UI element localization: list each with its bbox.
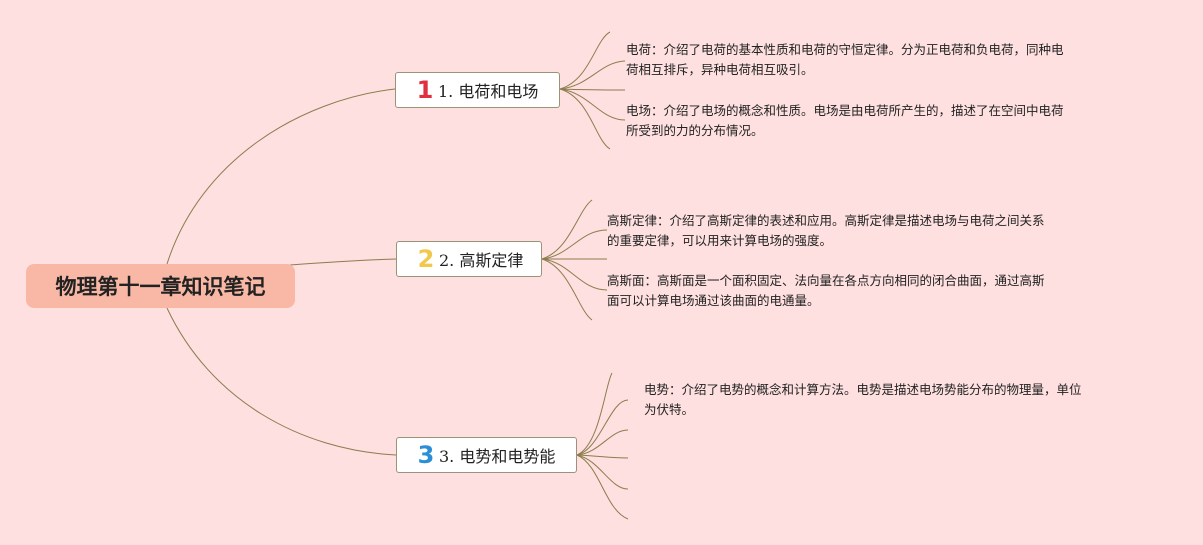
- connector-b2-1: [541, 229, 608, 260]
- branch-label: 3. 电势和电势能: [439, 447, 556, 466]
- branch-charge-and-field[interactable]: 1 1. 电荷和电场: [395, 72, 560, 108]
- connector-b2-4: [541, 258, 593, 321]
- connector-root-branch1: [166, 88, 396, 265]
- connector-b3-3: [576, 454, 629, 459]
- connector-root-branch2: [289, 258, 397, 266]
- root-topic[interactable]: 物理第十一章知识笔记: [26, 264, 295, 308]
- note-gauss-law[interactable]: 高斯定律：介绍了高斯定律的表述和应用。高斯定律是描述电场与电荷之间关系 的重要定…: [607, 211, 1045, 251]
- note-line: 所受到的力的分布情况。: [626, 123, 764, 138]
- note-line: 电场：介绍了电场的概念和性质。电场是由电荷所产生的，描述了在空间中电荷: [626, 103, 1064, 118]
- note-line: 电荷：介绍了电荷的基本性质和电荷的守恒定律。分为正电荷和负电荷，同种电: [626, 42, 1064, 57]
- number-3-icon: 3: [417, 441, 435, 469]
- connector-b3-2: [576, 429, 629, 456]
- number-2-icon: 2: [417, 245, 435, 273]
- connector-b3-0: [576, 372, 613, 456]
- number-1-icon: 1: [416, 76, 434, 104]
- connector-b2-3: [541, 258, 608, 291]
- note-line: 高斯定律：介绍了高斯定律的表述和应用。高斯定律是描述电场与电荷之间关系: [607, 213, 1045, 228]
- connector-b1-0: [559, 31, 611, 90]
- connector-root-branch3: [166, 307, 397, 456]
- connector-b3-5: [576, 454, 629, 520]
- note-charge[interactable]: 电荷：介绍了电荷的基本性质和电荷的守恒定律。分为正电荷和负电荷，同种电 荷相互排…: [626, 40, 1064, 80]
- note-field[interactable]: 电场：介绍了电场的概念和性质。电场是由电荷所产生的，描述了在空间中电荷 所受到的…: [626, 101, 1064, 141]
- note-line: 荷相互排斥，异种电荷相互吸引。: [626, 62, 814, 77]
- connector-b3-4: [576, 454, 629, 490]
- root-title: 物理第十一章知识笔记: [55, 275, 266, 299]
- note-potential[interactable]: 电势：介绍了电势的概念和计算方法。电势是描述电场势能分布的物理量，单位 为伏特。: [644, 380, 1082, 420]
- connector-b2-0: [541, 199, 593, 260]
- branch-label: 1. 电荷和电场: [438, 82, 539, 101]
- branch-potential-and-energy[interactable]: 3 3. 电势和电势能: [396, 437, 577, 473]
- connector-b1-1: [559, 60, 626, 90]
- note-line: 的重要定律，可以用来计算电场的强度。: [607, 233, 833, 248]
- note-gauss-surface[interactable]: 高斯面：高斯面是一个面积固定、法向量在各点方向相同的闭合曲面，通过高斯 面可以计…: [607, 271, 1045, 311]
- connector-b3-1: [576, 399, 629, 456]
- branch-gauss-law[interactable]: 2 2. 高斯定律: [396, 241, 542, 277]
- branch-label: 2. 高斯定律: [439, 251, 524, 270]
- connector-b1-2: [559, 88, 626, 91]
- note-line: 为伏特。: [644, 402, 695, 417]
- connector-b1-4: [559, 88, 611, 150]
- note-line: 高斯面：高斯面是一个面积固定、法向量在各点方向相同的闭合曲面，通过高斯: [607, 273, 1045, 288]
- connector-b1-3: [559, 88, 626, 121]
- note-line: 面可以计算电场通过该曲面的电通量。: [607, 293, 820, 308]
- note-line: 电势：介绍了电势的概念和计算方法。电势是描述电场势能分布的物理量，单位: [644, 382, 1082, 397]
